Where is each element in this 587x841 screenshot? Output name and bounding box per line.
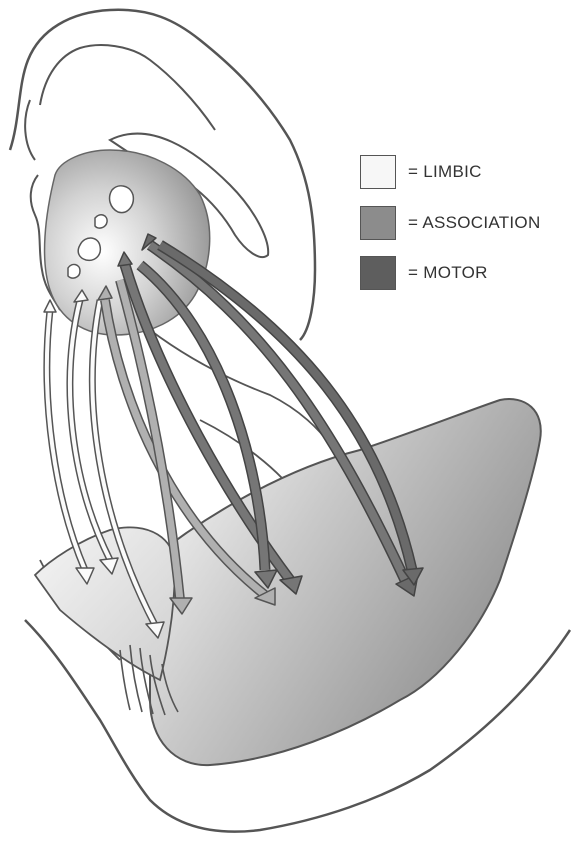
legend-label-limbic: = LIMBIC xyxy=(408,162,482,182)
legend-item-motor: = MOTOR xyxy=(360,256,488,290)
association-swatch xyxy=(360,206,396,240)
legend-label-motor: = MOTOR xyxy=(408,263,488,283)
cortex-inner-fold xyxy=(40,45,215,130)
cortex-left-fold xyxy=(25,100,35,160)
motor-swatch xyxy=(360,256,396,290)
limbic-island xyxy=(68,264,80,278)
limbic-island xyxy=(110,186,134,213)
limbic-arrow xyxy=(70,300,110,560)
legend-label-association: = ASSOCIATION xyxy=(408,213,541,233)
legend-item-limbic: = LIMBIC xyxy=(360,155,482,189)
legend-item-association: = ASSOCIATION xyxy=(360,206,541,240)
limbic-island xyxy=(78,238,100,260)
limbic-island xyxy=(95,215,107,228)
limbic-swatch xyxy=(360,155,396,189)
